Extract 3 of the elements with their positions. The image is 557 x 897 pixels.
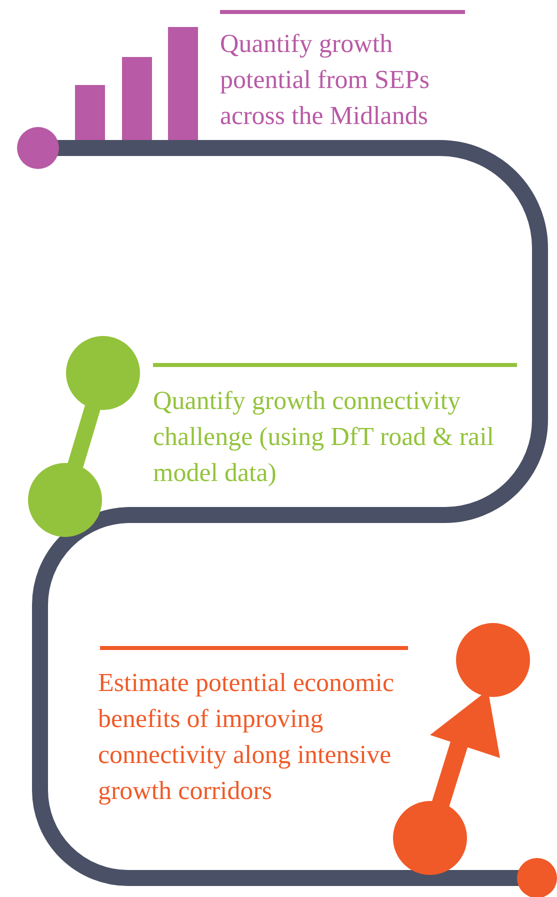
step-text: Estimate potential economic benefits of improving connectivity along intensive growth corridors <box>98 667 396 807</box>
step-text: Quantify growth connectivity challenge (using DfT road & rail model data) <box>153 385 496 489</box>
step-text: Quantify growth potential from SEPs across the Midlands <box>220 28 430 132</box>
